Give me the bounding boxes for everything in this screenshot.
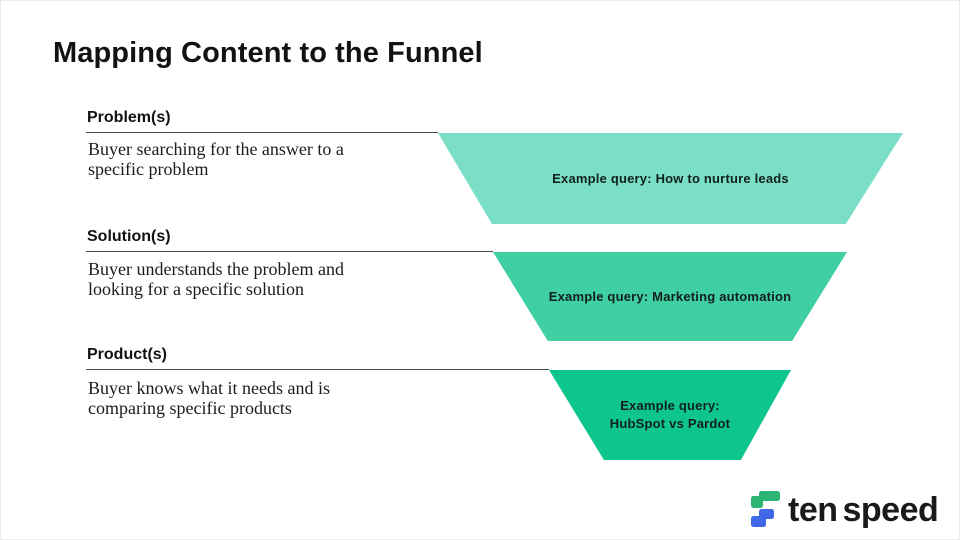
section-label-solutions: Solution(s) xyxy=(87,228,171,245)
section-divider xyxy=(86,251,493,252)
section-description-problems: Buyer searching for the answer to a spec… xyxy=(88,139,344,179)
logo-wordmark: ten xyxy=(788,491,838,529)
section-description-products: Buyer knows what it needs and is compari… xyxy=(88,378,330,418)
funnel-stage-query: Example query: How to nurture leads xyxy=(552,170,789,186)
funnel-stage-query: Example query: Marketing automation xyxy=(548,288,792,304)
section-label-problems: Problem(s) xyxy=(87,109,171,126)
section-label-products: Product(s) xyxy=(87,346,167,363)
logo-wordmark: speed xyxy=(842,491,939,529)
section-divider xyxy=(86,132,438,133)
funnel-stage-query: Example query: HubSpot vs Pardot xyxy=(609,398,731,431)
funnel-stage-problems: Example query: How to nurture leads xyxy=(438,133,903,224)
section-description-solutions: Buyer understands the problem and lookin… xyxy=(88,259,344,299)
tenspeed-mark-icon xyxy=(751,490,780,527)
funnel-stage-solutions: Example query: Marketing automation xyxy=(493,252,847,341)
funnel-stage-products: Example query: HubSpot vs Pardot xyxy=(549,370,791,460)
section-divider xyxy=(86,369,549,370)
page-title: Mapping Content to the Funnel xyxy=(53,37,483,69)
brand-logo: ten speed xyxy=(751,488,939,530)
